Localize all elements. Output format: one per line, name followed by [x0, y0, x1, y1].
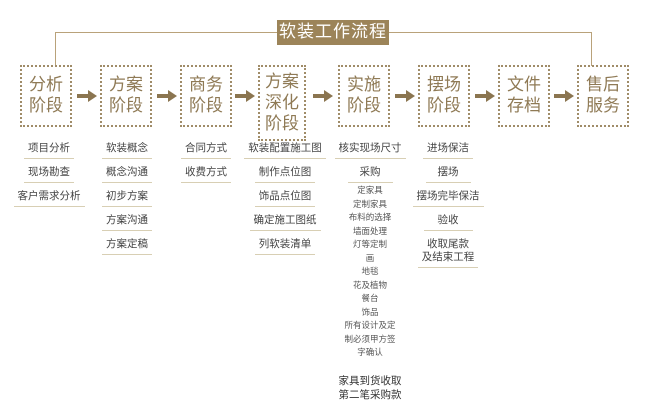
task-item: 客户需求分析 — [13, 188, 85, 207]
task-item: 方案定稿 — [102, 236, 152, 255]
deepening-tasks: 软装配置施工图 制作点位图 饰品点位图 确定施工图纸 列软装清单 — [240, 140, 330, 260]
payment-note-line: 第二笔采购款 — [338, 388, 402, 401]
task-item: 概念沟通 — [102, 164, 152, 183]
stage-label: 分析 — [29, 75, 63, 95]
task-item: 初步方案 — [102, 188, 152, 207]
stage-label: 存档 — [507, 96, 541, 116]
task-item: 合同方式 — [181, 140, 231, 159]
payment-note-line: 家具到货收取 — [338, 374, 402, 387]
stage-deepening: 方案 深化 阶段 — [258, 65, 306, 141]
stage-business: 商务 阶段 — [180, 65, 232, 127]
purchase-subitem: 所有设计及定 — [344, 321, 396, 331]
purchase-subitem: 墙面处理 — [352, 226, 387, 237]
task-item: 饰品点位图 — [254, 188, 316, 207]
purchase-subitem: 制必须甲方签 — [344, 334, 396, 345]
right-arrow-icon — [475, 90, 495, 102]
stage-archive: 文件 存档 — [498, 65, 550, 127]
stage-label: 实施 — [347, 75, 381, 95]
business-tasks: 合同方式 收费方式 — [174, 140, 238, 188]
final-line: 及结束工程 — [421, 251, 475, 263]
stage-label: 方案 — [109, 75, 143, 95]
task-item: 核实现场尺寸 — [334, 140, 406, 159]
task-item: 摆场完毕保洁 — [412, 188, 484, 207]
stage-staging: 摆场 阶段 — [418, 65, 470, 127]
task-item: 方案沟通 — [102, 212, 152, 231]
stage-label: 阶段 — [109, 96, 143, 116]
stage-label: 售后 — [586, 75, 620, 95]
stage-label: 阶段 — [189, 96, 223, 116]
purchase-subitem: 餐台 — [361, 294, 379, 304]
purchase-subitem: 饰品 — [361, 307, 379, 318]
task-item: 列软装清单 — [254, 236, 316, 255]
stage-label: 阶段 — [427, 96, 461, 116]
task-item: 验收 — [423, 212, 473, 231]
task-item: 软装概念 — [102, 140, 152, 159]
task-item: 软装配置施工图 — [244, 140, 326, 159]
staging-tasks: 进场保洁 摆场 摆场完毕保洁 验收 收取尾款 及结束工程 — [408, 140, 488, 273]
purchase-subitem: 花及植物 — [352, 280, 387, 291]
stage-label: 方案 — [265, 71, 299, 92]
stage-after-sales: 售后 服务 — [577, 65, 629, 127]
task-item: 摆场 — [425, 164, 471, 183]
task-item: 现场勘查 — [24, 164, 74, 183]
implementation-tasks: 核实现场尺寸 采购 定家具 定制家具 布料的选择 墙面处理 灯等定制 画 地毯 … — [328, 140, 412, 402]
right-arrow-icon — [77, 90, 97, 102]
stage-proposal: 方案 阶段 — [100, 65, 152, 127]
proposal-tasks: 软装概念 概念沟通 初步方案 方案沟通 方案定稿 — [94, 140, 160, 260]
purchase-subitem: 字确认 — [357, 348, 383, 358]
task-item: 确定施工图纸 — [249, 212, 321, 231]
stage-label: 阶段 — [29, 96, 63, 116]
stage-label: 深化 — [265, 92, 299, 113]
purchase-subitem: 定家具 — [357, 186, 383, 196]
task-item: 项目分析 — [24, 140, 74, 159]
diagram-title: 软装工作流程 — [277, 20, 389, 45]
right-arrow-icon — [157, 90, 177, 102]
right-arrow-icon — [554, 90, 574, 102]
purchase-subitem: 画 — [365, 253, 375, 264]
stage-label: 商务 — [189, 75, 223, 95]
stage-implementation: 实施 阶段 — [338, 65, 390, 127]
purchase-subitem: 灯等定制 — [352, 240, 387, 250]
task-item: 进场保洁 — [423, 140, 473, 159]
final-line: 收取尾款 — [427, 238, 469, 250]
stage-analysis: 分析 阶段 — [20, 65, 72, 127]
stage-label: 服务 — [586, 96, 620, 116]
purchase-subitem: 定制家具 — [352, 199, 387, 210]
right-arrow-icon — [395, 90, 415, 102]
purchase-subitem: 地毯 — [361, 267, 379, 277]
stage-label: 摆场 — [427, 75, 461, 95]
analysis-tasks: 项目分析 现场勘查 客户需求分析 — [12, 140, 86, 212]
bracket-right-drop — [591, 32, 592, 66]
purchase-subitem: 布料的选择 — [348, 213, 392, 223]
task-item: 制作点位图 — [254, 164, 316, 183]
stage-label: 阶段 — [347, 96, 381, 116]
stage-label: 阶段 — [265, 113, 299, 134]
payment-note: 家具到货收取 第二笔采购款 — [339, 374, 402, 402]
task-item-purchase: 采购 — [347, 164, 393, 183]
right-arrow-icon — [313, 90, 333, 102]
stage-label: 文件 — [507, 75, 541, 95]
task-item-final: 收取尾款 及结束工程 — [417, 236, 479, 268]
task-item: 收费方式 — [181, 164, 231, 183]
bracket-left-drop — [55, 32, 56, 66]
right-arrow-icon — [235, 90, 255, 102]
